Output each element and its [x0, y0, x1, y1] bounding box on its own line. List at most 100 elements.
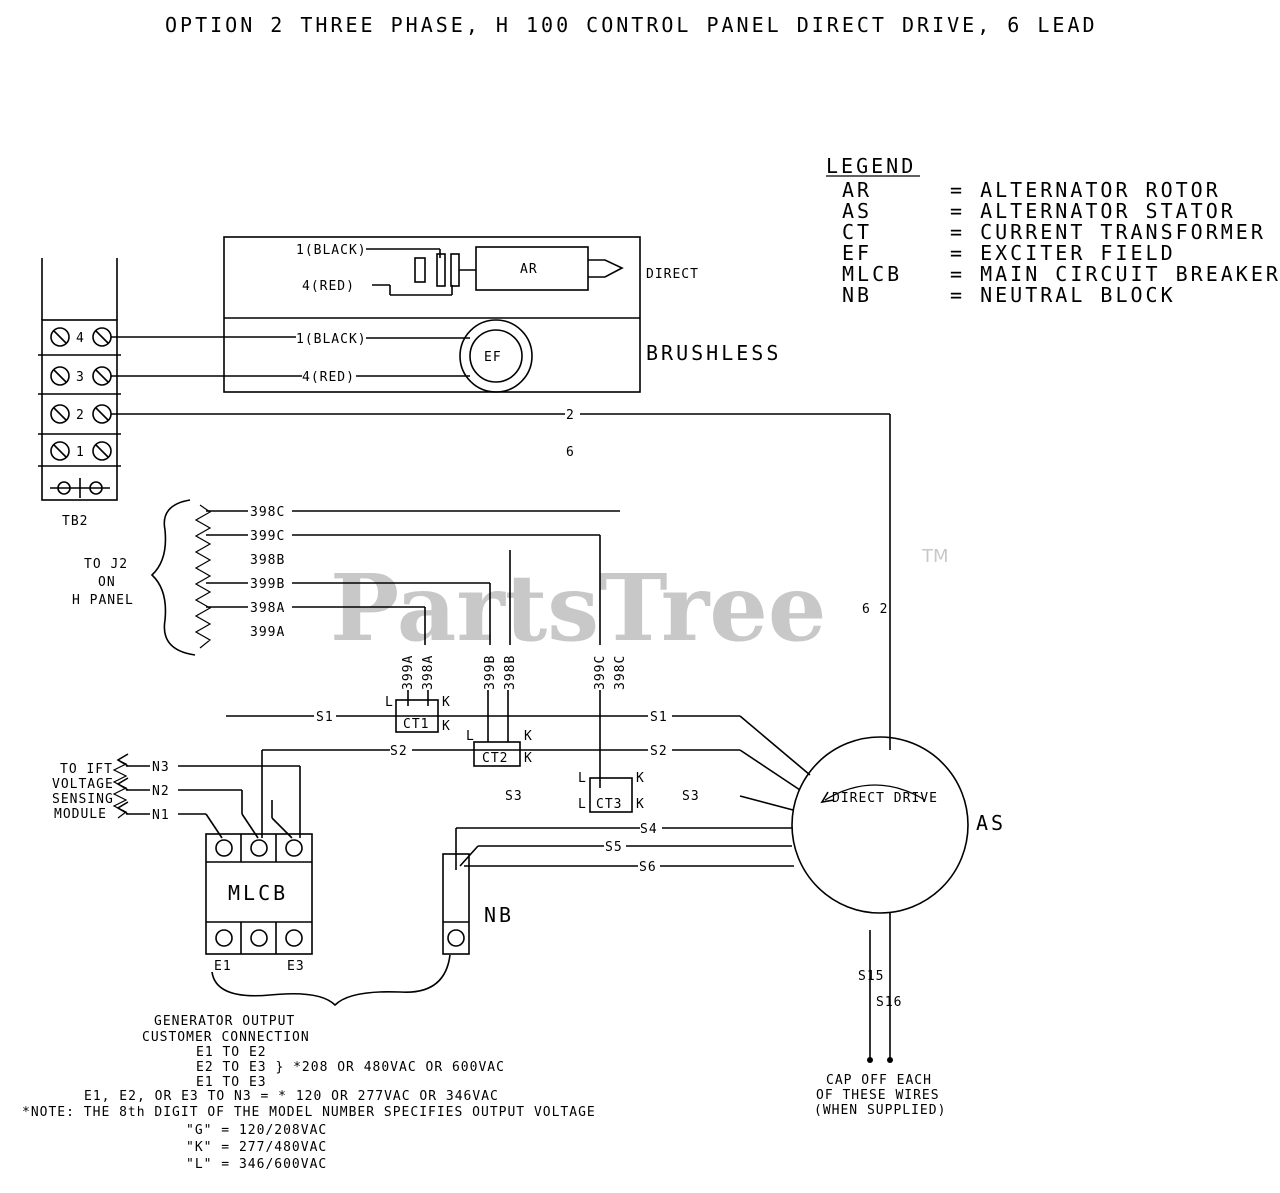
direct-drive-label: DIRECT DRIVE: [832, 791, 938, 806]
legend-abbr: NB: [842, 283, 872, 307]
diagram-title: OPTION 2 THREE PHASE, H 100 CONTROL PANE…: [165, 13, 1098, 37]
nb-label: NB: [484, 903, 514, 927]
wire-label-s15: S15: [858, 969, 884, 984]
ct-mark-l: L: [578, 771, 587, 786]
cap-off-line: CAP OFF EACH: [826, 1073, 932, 1088]
ct-mark-l: L: [578, 797, 587, 812]
wire-label-6: 6: [566, 445, 575, 460]
ar-wire-4: 4(RED): [302, 279, 355, 294]
ct3-wire: 398C: [613, 655, 628, 690]
wire-label-s2: S2: [650, 744, 668, 759]
cap-off-line: (WHEN SUPPLIED): [814, 1103, 946, 1118]
legend-def: = MAIN CIRCUIT BREAKER: [950, 262, 1280, 286]
ct3: CT3 L K L K: [578, 690, 645, 813]
ct2-label: CT2: [482, 751, 508, 766]
wire-label-2: 2: [566, 408, 575, 423]
ef-wire-4: 4(RED): [302, 370, 355, 385]
sensing-label-line: SENSING: [52, 792, 114, 807]
output-note: E1 TO E3: [196, 1075, 267, 1090]
output-note: "K" = 277/480VAC: [186, 1140, 327, 1155]
j2-label-line: ON: [98, 575, 116, 590]
ar-wire-1: 1(BLACK): [296, 243, 367, 258]
terminal-label: 4: [76, 331, 85, 346]
wire-label-s1: S1: [650, 710, 668, 725]
sensing-label-line: MODULE: [54, 807, 107, 822]
ct-mark-k: K: [442, 695, 451, 710]
j2-label-line: TO J2: [84, 557, 128, 572]
j2-connector: TO J2 ON H PANEL 398C 399C 398B 399B 398…: [72, 499, 620, 656]
output-note: "L" = 346/600VAC: [186, 1157, 327, 1172]
wire-label-n2: N2: [152, 784, 170, 799]
ct-mark-k: K: [524, 729, 533, 744]
j2-wire: 399A: [250, 625, 285, 640]
terminal-label: 1: [76, 445, 85, 460]
legend-def: = CURRENT TRANSFORMER: [950, 220, 1266, 244]
ct-mark-k: K: [636, 797, 645, 812]
legend-def: = NEUTRAL BLOCK: [950, 283, 1176, 307]
legend-abbr: CT: [842, 220, 872, 244]
wire-label-s3: S3: [682, 789, 700, 804]
ct2: CT2 L K K: [466, 690, 533, 767]
output-note: GENERATOR OUTPUT: [154, 1014, 295, 1029]
watermark: PartsTree: [330, 554, 826, 662]
as-label: AS: [976, 811, 1006, 835]
ef-label: EF: [484, 350, 502, 365]
output-note: *NOTE: THE 8th DIGIT OF THE MODEL NUMBER…: [22, 1105, 596, 1120]
ct1: CT1 L K K: [385, 690, 451, 734]
wire-label-s4: S4: [640, 822, 658, 837]
ct1-wire: 398A: [421, 655, 436, 690]
ct1-wire: 399A: [401, 655, 416, 690]
ct1-label: CT1: [403, 717, 429, 732]
tb2-label: TB2: [62, 514, 88, 529]
ct-mark-l: L: [466, 729, 475, 744]
ct-mark-k: K: [636, 771, 645, 786]
ct2-wire: 398B: [503, 655, 518, 690]
legend-abbr: AS: [842, 199, 872, 223]
legend-abbr: MLCB: [842, 262, 902, 286]
legend: LEGEND AR = ALTERNATOR ROTOR AS = ALTERN…: [826, 154, 1280, 307]
wire-label-s3: S3: [505, 789, 523, 804]
j2-wire: 399B: [250, 577, 285, 592]
ct-mark-k: K: [442, 719, 451, 734]
wire-label-s6: S6: [639, 860, 657, 875]
j2-wire: 398A: [250, 601, 285, 616]
ct3-wire: 399C: [593, 655, 608, 690]
wire-label-s16: S16: [876, 995, 902, 1010]
sensing-module: TO IFT VOLTAGE SENSING MODULE N3 N2 N1: [52, 753, 301, 839]
j2-wire: 398C: [250, 505, 285, 520]
ef-wire-1: 1(BLACK): [296, 332, 367, 347]
output-notes: GENERATOR OUTPUT CUSTOMER CONNECTION E1 …: [22, 1014, 596, 1172]
terminal-label: 3: [76, 370, 85, 385]
j2-wire: 399C: [250, 529, 285, 544]
sensing-label-line: TO IFT: [60, 762, 113, 777]
ct-mark-k: K: [524, 751, 533, 766]
mlcb-e3: E3: [287, 959, 305, 974]
legend-def: = ALTERNATOR ROTOR: [950, 178, 1221, 202]
sensing-label-line: VOLTAGE: [52, 777, 114, 792]
mlcb-label: MLCB: [228, 881, 288, 905]
wire-label-n1: N1: [152, 808, 170, 823]
neutral-block: NB: [442, 853, 514, 955]
watermark-tm: TM: [921, 546, 949, 567]
wire-label-6-2: 6 2: [862, 602, 888, 617]
ct3-label: CT3: [596, 797, 622, 812]
terminal-block-tb2: 4 3 2 1 TB2: [38, 258, 121, 529]
output-note: E1, E2, OR E3 TO N3 = * 120 OR 277VAC OR…: [84, 1089, 499, 1104]
wire-label-s5: S5: [605, 840, 623, 855]
legend-abbr: AR: [842, 178, 872, 202]
alternator-stator: DIRECT DRIVE AS S15 S16: [791, 736, 1006, 1063]
rotor-box: 1(BLACK) 4(RED) AR DIRECT 1(BLACK) 4(RED…: [223, 236, 781, 393]
legend-def: = ALTERNATOR STATOR: [950, 199, 1236, 223]
ar-label: AR: [520, 262, 538, 277]
wire-label-s2: S2: [390, 744, 408, 759]
output-note: "G" = 120/208VAC: [186, 1123, 327, 1138]
legend-heading: LEGEND: [826, 154, 916, 178]
legend-def: = EXCITER FIELD: [950, 241, 1176, 265]
mlcb-e1: E1: [214, 959, 232, 974]
legend-abbr: EF: [842, 241, 872, 265]
cap-off-line: OF THESE WIRES: [816, 1088, 940, 1103]
wire-label-n3: N3: [152, 760, 170, 775]
brushless-label: BRUSHLESS: [646, 341, 781, 365]
terminal-label: 2: [76, 408, 85, 423]
